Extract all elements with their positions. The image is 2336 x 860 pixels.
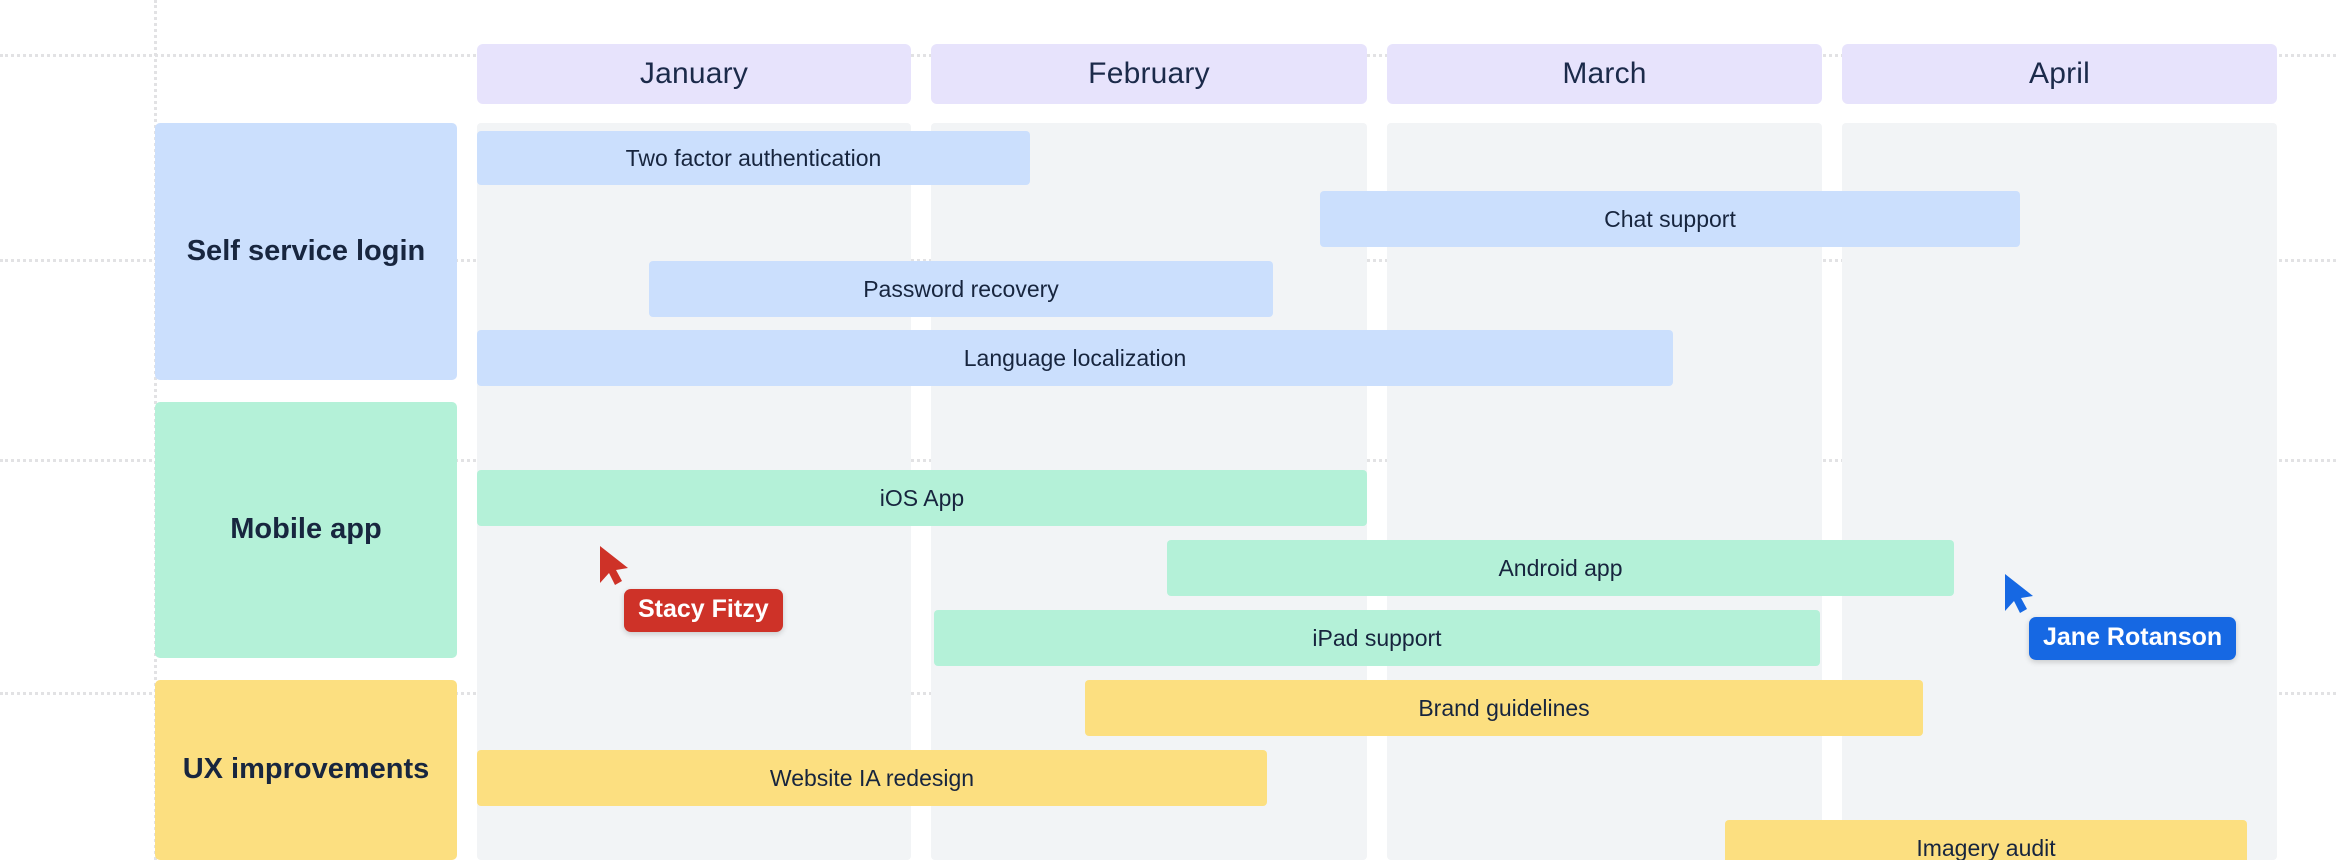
task-bar[interactable]: Language localization	[477, 330, 1673, 386]
task-bar[interactable]: Website IA redesign	[477, 750, 1267, 806]
task-bar[interactable]: iPad support	[934, 610, 1820, 666]
task-bar[interactable]: Brand guidelines	[1085, 680, 1923, 736]
task-bar[interactable]: Password recovery	[649, 261, 1273, 317]
month-header-march[interactable]: March	[1387, 44, 1822, 104]
task-bar[interactable]: iOS App	[477, 470, 1367, 526]
cursor-pointer-icon	[2005, 574, 2033, 613]
month-header-april[interactable]: April	[1842, 44, 2277, 104]
month-header-february[interactable]: February	[931, 44, 1367, 104]
task-bar[interactable]: Android app	[1167, 540, 1954, 596]
task-bar[interactable]: Chat support	[1320, 191, 2020, 247]
swimlane-label-mobile-app[interactable]: Mobile app	[155, 402, 457, 658]
swimlane-label-ux-improvements[interactable]: UX improvements	[155, 680, 457, 860]
cursor-name-label: Stacy Fitzy	[624, 589, 783, 632]
task-bar[interactable]: Imagery audit	[1725, 820, 2247, 860]
task-bar[interactable]: Two factor authentication	[477, 131, 1030, 185]
swimlane-label-self-service-login[interactable]: Self service login	[155, 123, 457, 380]
cursor-pointer-icon	[600, 546, 628, 585]
month-header-january[interactable]: January	[477, 44, 911, 104]
cursor-name-label: Jane Rotanson	[2029, 617, 2237, 660]
